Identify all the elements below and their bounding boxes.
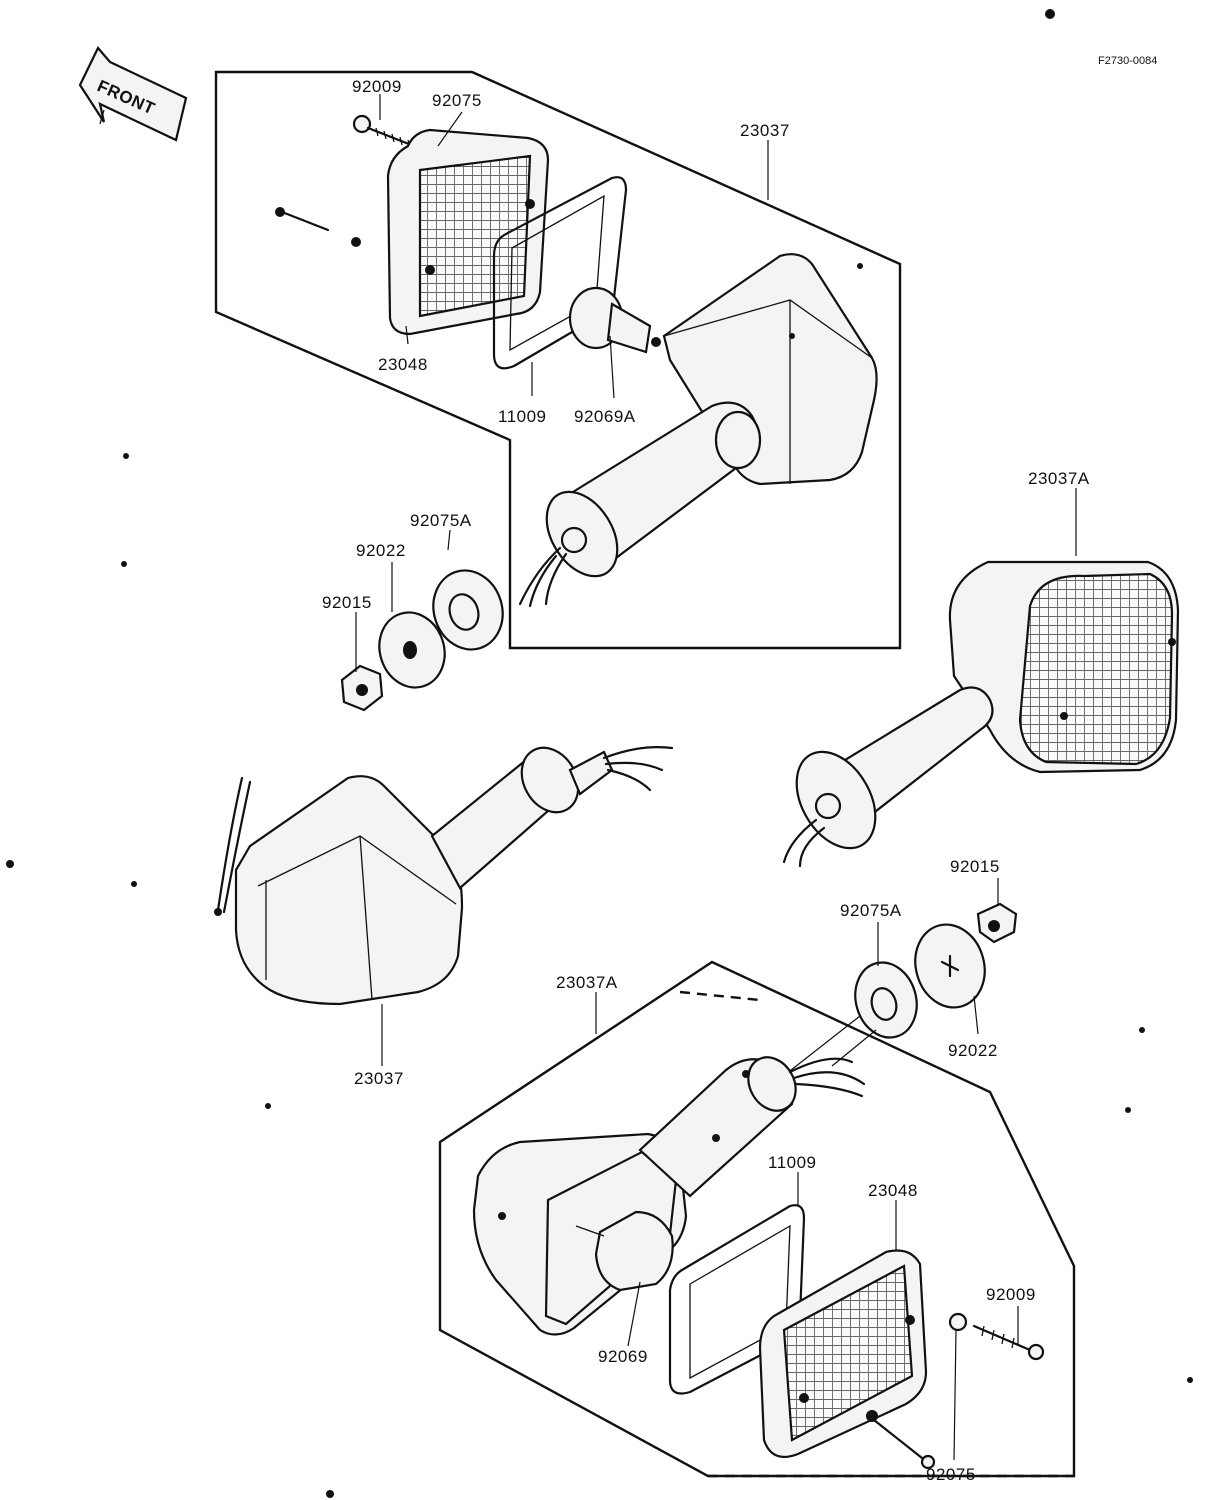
label-top-lens: 23048 xyxy=(378,355,428,374)
left-unit xyxy=(214,746,674,1006)
label-bottom-grommet: 92075A xyxy=(840,901,902,920)
label-bottom-washer: 92075 xyxy=(926,1465,976,1484)
label-top-plate: 92022 xyxy=(356,541,406,560)
top-plate xyxy=(378,611,446,689)
label-bottom-plate: 92022 xyxy=(948,1041,998,1060)
scan-speckles xyxy=(6,9,1193,1498)
bottom-washer xyxy=(866,1312,968,1422)
bottom-lens xyxy=(758,1249,928,1458)
front-arrow-badge: FRONT xyxy=(78,46,188,142)
label-bottom-bulb: 92069 xyxy=(598,1347,648,1366)
label-bottom-nut: 92015 xyxy=(950,857,1000,876)
top-screw xyxy=(275,114,416,232)
label-top-screw: 92009 xyxy=(352,77,402,96)
top-grommet xyxy=(432,569,504,651)
label-top-gasket: 11009 xyxy=(498,407,547,426)
bottom-screw xyxy=(872,1324,1045,1470)
label-bottom-gasket: 11009 xyxy=(768,1153,817,1172)
top-bulb xyxy=(568,286,661,354)
bottom-plate xyxy=(914,923,986,1009)
bottom-group-outline xyxy=(438,960,1076,1478)
label-bottom-housing: 23037A xyxy=(556,973,618,992)
label-bottom-lens: 23048 xyxy=(868,1181,918,1200)
top-group-outline xyxy=(214,70,902,650)
top-housing xyxy=(518,253,878,608)
label-top-grommet: 92075A xyxy=(410,511,472,530)
label-top-nut: 92015 xyxy=(322,593,372,612)
bottom-group-dashed-edge xyxy=(679,990,1074,1478)
label-top-housing: 23037 xyxy=(740,121,790,140)
label-top-washer: 92075 xyxy=(432,91,482,110)
bottom-grommet xyxy=(854,961,918,1039)
right-unit xyxy=(782,560,1180,868)
label-left-unit: 23037 xyxy=(354,1069,404,1088)
bottom-bulb xyxy=(575,1210,674,1292)
label-top-bulb: 92069A xyxy=(574,407,636,426)
leader-lines xyxy=(355,94,1077,1461)
figure-code: F2730-0084 xyxy=(1098,55,1157,67)
label-bottom-screw: 92009 xyxy=(986,1285,1036,1304)
label-right-unit: 23037A xyxy=(1028,469,1090,488)
top-lens xyxy=(386,128,550,336)
